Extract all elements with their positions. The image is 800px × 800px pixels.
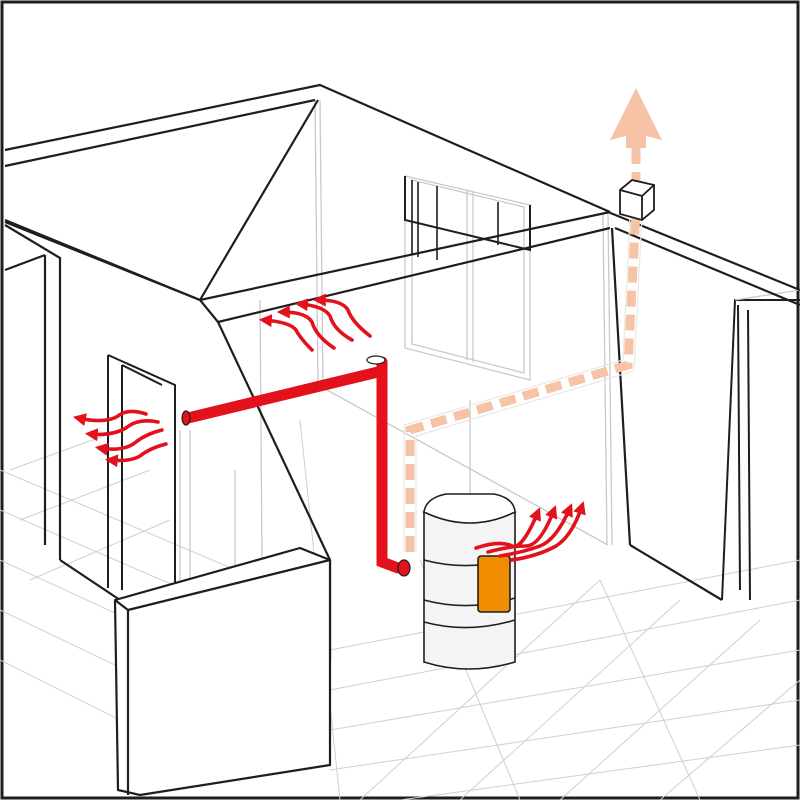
back-window [404, 175, 531, 381]
wavy-arrow-icon [258, 314, 314, 352]
warm-air-arrows [72, 293, 586, 562]
hot-air-duct [182, 356, 404, 574]
wavy-arrow-icon [104, 442, 168, 468]
wavy-arrow-icon [84, 419, 160, 442]
cutaway-partition [113, 546, 332, 797]
wavy-arrow-icon [94, 428, 164, 456]
side-door [721, 289, 800, 601]
wavy-arrow-icon [510, 501, 586, 562]
wavy-arrow-icon [72, 409, 148, 426]
flue-outline [403, 214, 643, 552]
pellet-stove [422, 493, 517, 670]
left-doorway [107, 354, 176, 590]
stove-door [477, 555, 511, 613]
exhaust-arrow-icon [610, 88, 662, 148]
duct-ends [181, 355, 411, 577]
wavy-arrow-icon [498, 503, 573, 558]
chimney-cap [619, 179, 655, 221]
wavy-arrow-icon [294, 298, 354, 342]
wavy-arrow-icon [486, 505, 558, 554]
wavy-arrow-icon [276, 305, 336, 350]
wavy-arrow-icon [312, 293, 372, 338]
